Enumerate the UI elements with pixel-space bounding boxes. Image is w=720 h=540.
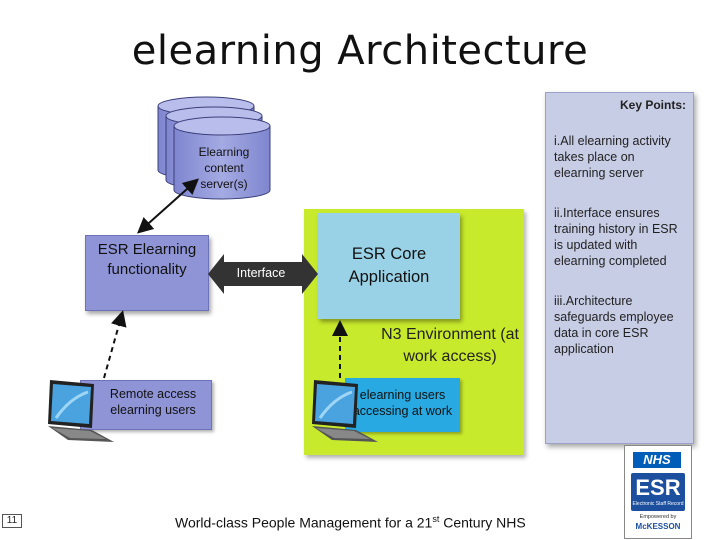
interface-label: Interface xyxy=(236,266,286,280)
work-access-label: elearning users accessing at work xyxy=(352,388,453,418)
n3-environment-label: N3 Environment (at work access) xyxy=(381,326,519,365)
esr-core-application: ESR Core Application xyxy=(318,213,460,319)
remote-access-label: Remote access elearning users xyxy=(109,387,197,417)
key-points-heading: Key Points: xyxy=(619,98,686,112)
nhs-logo: NHS xyxy=(633,452,681,468)
empowered-by-text: Empowered by xyxy=(639,514,677,520)
esr-logo: ESR Electronic Staff Record xyxy=(631,473,685,511)
key-point-1: i.All elearning activity takes place on … xyxy=(554,134,671,180)
mckesson-logo: McKESSON xyxy=(635,522,681,531)
key-points-panel: Key Points: i.All elearning activity tak… xyxy=(545,92,694,444)
remote-esr-link xyxy=(103,310,127,379)
laptop-icon xyxy=(48,380,114,442)
esr-elearning-label: ESR Elearning functionality xyxy=(97,241,197,278)
page-number: 11 xyxy=(2,514,22,528)
key-point-2: ii.Interface ensures training history in… xyxy=(554,206,678,268)
esr-core-label: ESR Core Application xyxy=(348,245,430,286)
database-icon xyxy=(157,96,271,200)
nhs-esr-logo: NHS ESR Electronic Staff Record Empowere… xyxy=(624,445,692,539)
laptop-icon xyxy=(312,380,378,442)
key-point-3: iii.Architecture safeguards employee dat… xyxy=(554,294,674,356)
interface-arrow xyxy=(208,254,318,294)
esr-elearning-functionality: ESR Elearning functionality xyxy=(85,235,209,311)
footer-tagline: World-class People Management for a 21st… xyxy=(175,514,526,531)
remote-access-box: Remote access elearning users xyxy=(80,380,212,430)
server-esr-link xyxy=(137,178,199,234)
slide-title: elearning Architecture xyxy=(131,28,589,74)
work-access-box: elearning users accessing at work xyxy=(345,378,460,432)
elearning-server-label: Elearning content server(s) xyxy=(198,145,250,191)
